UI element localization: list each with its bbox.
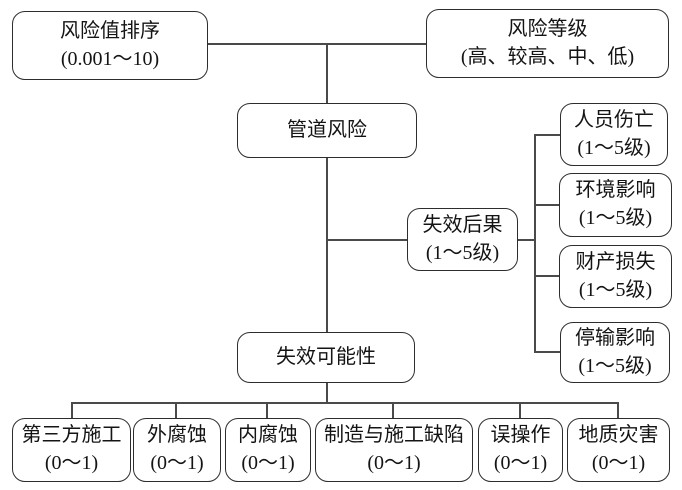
node-title: 制造与施工缺陷	[324, 424, 464, 447]
node-title: 管道风险	[287, 118, 367, 141]
node-risk-ranking: 风险值排序 (0.001～10)	[12, 11, 208, 80]
node-title: 财产损失	[575, 250, 656, 273]
node-title: 人员伤亡	[574, 108, 654, 131]
node-failure-likelihood: 失效可能性	[237, 332, 415, 383]
connector-center-spine	[326, 157, 328, 333]
connector-bottom-bus	[71, 402, 619, 404]
connector-right-spine	[534, 134, 536, 353]
node-internal-corrosion: 内腐蚀 (0～1)	[225, 418, 311, 482]
connector-stub-geo-hazard	[617, 403, 619, 418]
node-title: 失效后果	[422, 213, 503, 236]
node-subtitle: (高、较高、中、低)	[460, 45, 635, 68]
connector-stub-casualties	[536, 134, 561, 136]
connector-stub-mfg-defects	[392, 403, 394, 418]
node-subtitle: (1～5级)	[577, 136, 651, 159]
node-risk-level: 风险等级 (高、较高、中、低)	[426, 9, 669, 78]
connector-consequence-right	[518, 239, 535, 241]
node-title: 外腐蚀	[147, 424, 207, 447]
node-external-corrosion: 外腐蚀 (0～1)	[133, 418, 221, 482]
connector-top-horizontal	[208, 43, 427, 45]
node-shutdown-impact: 停输影响 (1～5级)	[560, 322, 670, 383]
node-subtitle: (0～1)	[367, 452, 421, 474]
node-subtitle: (1～5级)	[578, 354, 652, 377]
node-title: 失效可能性	[276, 345, 376, 368]
node-environmental-impact: 环境影响 (1～5级)	[559, 173, 672, 237]
node-subtitle: (0～1)	[241, 452, 295, 474]
node-manufacturing-construction-defects: 制造与施工缺陷 (0～1)	[315, 418, 473, 482]
node-subtitle: (1～5级)	[578, 207, 653, 229]
node-property-loss: 财产损失 (1～5级)	[559, 245, 672, 308]
node-title: 误操作	[490, 424, 551, 447]
connector-stub-third-party	[71, 403, 73, 418]
node-subtitle: (1～5级)	[578, 278, 653, 301]
node-subtitle: (1～5级)	[425, 241, 500, 264]
node-title: 风险值排序	[60, 19, 160, 42]
connector-stub-misoperation	[519, 403, 521, 418]
node-subtitle: (0～1)	[591, 452, 646, 474]
node-title: 停输影响	[575, 326, 655, 349]
node-geological-hazard: 地质灾害 (0～1)	[567, 418, 670, 482]
node-third-party-construction: 第三方施工 (0～1)	[12, 418, 131, 482]
node-title: 地质灾害	[578, 424, 659, 447]
connector-consequence-left	[327, 239, 408, 241]
node-pipeline-risk: 管道风险	[237, 103, 417, 158]
connector-top-vertical	[326, 44, 328, 104]
node-subtitle: (0～1)	[493, 452, 548, 474]
connector-stub-int-corrosion	[266, 403, 268, 418]
node-title: 第三方施工	[21, 424, 122, 447]
connector-stub-shutdown	[536, 351, 561, 353]
node-misoperation: 误操作 (0～1)	[478, 418, 563, 482]
node-subtitle: (0～1)	[44, 452, 99, 474]
node-subtitle: (0～1)	[150, 452, 204, 474]
node-failure-consequence: 失效后果 (1～5级)	[407, 208, 518, 271]
node-subtitle: (0.001～10)	[60, 47, 160, 70]
node-title: 内腐蚀	[238, 424, 298, 447]
node-casualties: 人员伤亡 (1～5级)	[560, 103, 668, 166]
connector-stub-property	[536, 275, 561, 277]
connector-likelihood-vertical	[326, 383, 328, 404]
connector-stub-ext-corrosion	[175, 403, 177, 418]
node-title: 风险等级	[507, 17, 588, 40]
connector-stub-environmental	[536, 204, 561, 206]
node-title: 环境影响	[575, 179, 656, 202]
